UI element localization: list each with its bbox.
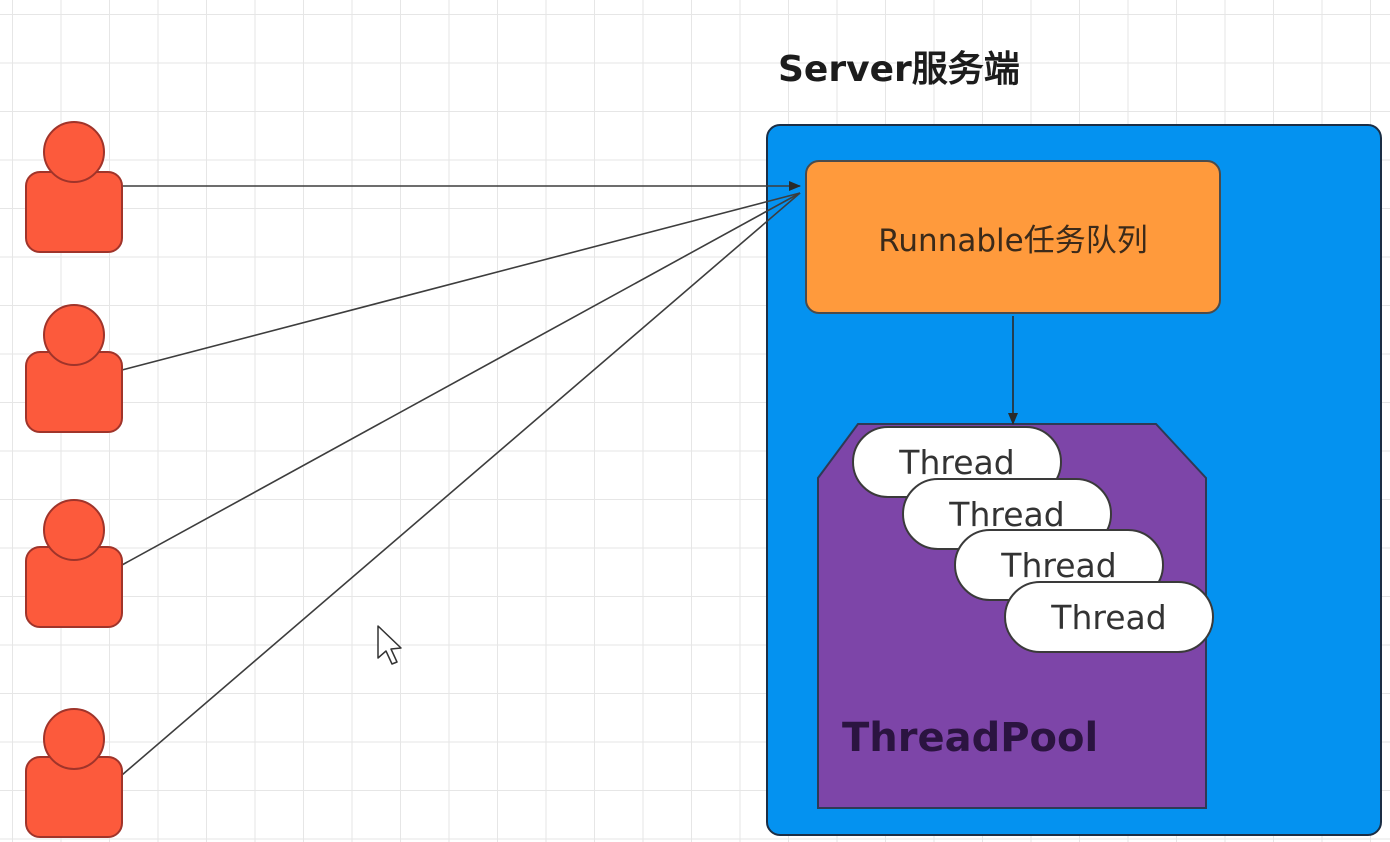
edge-client-4 bbox=[121, 192, 801, 776]
runnable-queue-label: Runnable任务队列 bbox=[878, 222, 1148, 259]
thread-label: Thread bbox=[1051, 597, 1167, 637]
mouse-pointer-icon bbox=[377, 625, 402, 665]
edge-client-3 bbox=[121, 192, 801, 566]
thread-label: Thread bbox=[899, 442, 1015, 482]
thread-pool-label: ThreadPool bbox=[842, 715, 1099, 761]
thread-label: Thread bbox=[1001, 545, 1117, 585]
diagram-title: Server服务端 bbox=[778, 49, 1020, 90]
thread-node: Thread bbox=[1004, 581, 1214, 653]
runnable-queue: Runnable任务队列 bbox=[805, 160, 1221, 314]
edge-client-2 bbox=[121, 192, 801, 371]
user-icon bbox=[25, 304, 123, 433]
user-icon bbox=[25, 499, 123, 628]
thread-label: Thread bbox=[949, 494, 1065, 534]
user-icon bbox=[25, 708, 123, 838]
user-icon bbox=[25, 121, 123, 253]
